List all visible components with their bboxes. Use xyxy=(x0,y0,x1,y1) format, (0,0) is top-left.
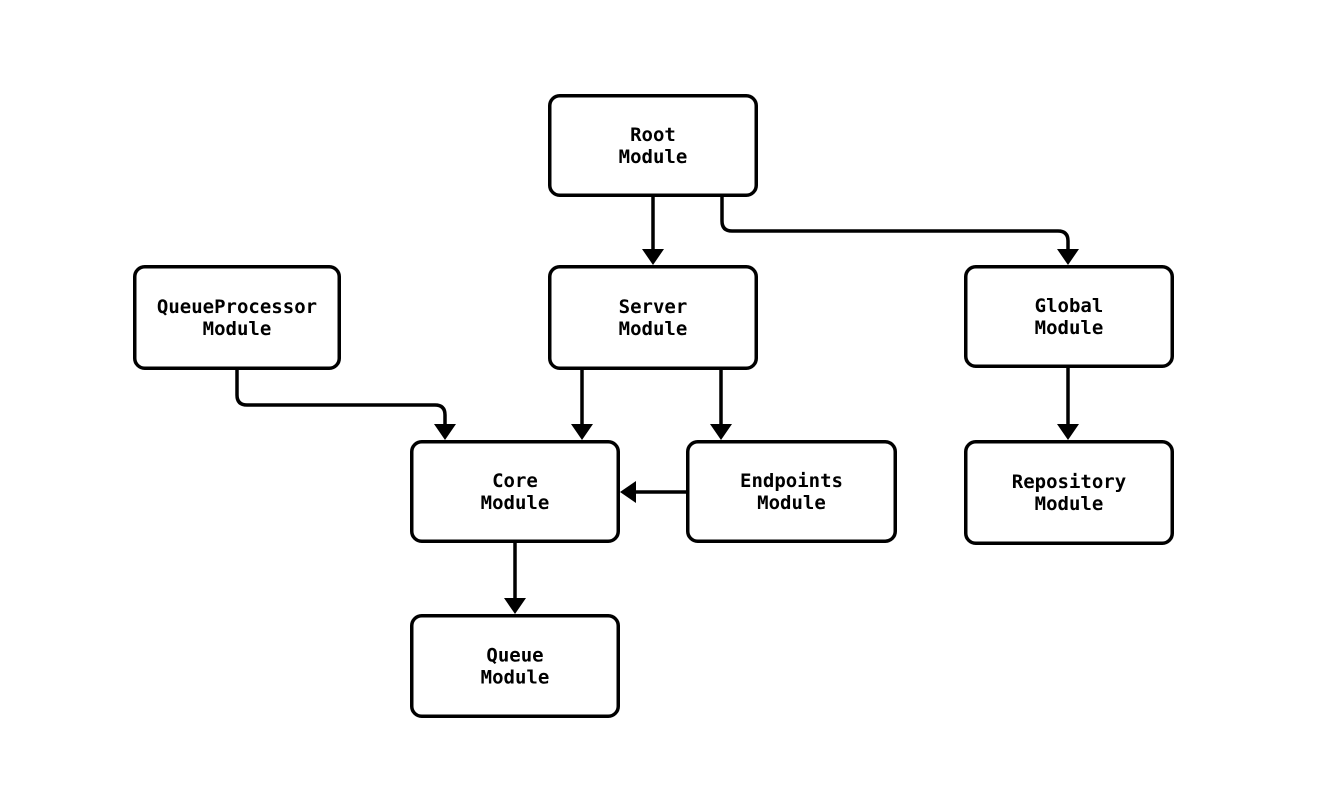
edge-root-to-server xyxy=(642,197,664,265)
node-box[interactable] xyxy=(964,440,1174,545)
node-label-line2: Module xyxy=(1035,317,1104,339)
edge-line xyxy=(235,370,447,425)
edge-server-to-core xyxy=(571,370,593,440)
node-label-line2: Module xyxy=(203,318,272,340)
node-box[interactable] xyxy=(686,440,897,543)
node-box[interactable] xyxy=(410,440,620,543)
node-box[interactable] xyxy=(548,265,758,370)
edge-arrowhead xyxy=(1057,249,1079,265)
node-label-line2: Module xyxy=(481,492,550,514)
node-box[interactable] xyxy=(133,265,341,370)
node-box[interactable] xyxy=(964,265,1174,368)
edge-server-to-endpoints xyxy=(710,370,732,440)
edge-endpoints-to-core xyxy=(620,481,686,503)
edge-core-to-queue xyxy=(504,543,526,614)
node-label-line2: Module xyxy=(481,667,550,689)
node-label-line1: Repository xyxy=(1012,471,1126,493)
node-label-line2: Module xyxy=(619,318,688,340)
node-box[interactable] xyxy=(548,94,758,197)
node-label-line1: Root xyxy=(630,124,676,146)
node-label-line2: Module xyxy=(1035,493,1104,515)
node-label-line2: Module xyxy=(619,146,688,168)
node-label-line1: Queue xyxy=(486,645,543,667)
node-box[interactable] xyxy=(410,614,620,718)
edge-arrowhead xyxy=(642,249,664,265)
node-label-line1: Server xyxy=(619,296,688,318)
nodes-layer: RootModuleQueueProcessorModuleServerModu… xyxy=(133,94,1174,718)
edges-layer xyxy=(235,197,1079,614)
edge-line xyxy=(720,197,1070,250)
edge-arrowhead xyxy=(504,598,526,614)
edge-global-to-repository xyxy=(1057,368,1079,440)
edge-queueprocessor-to-core xyxy=(235,370,456,440)
edge-root-to-global xyxy=(720,197,1079,265)
edge-arrowhead xyxy=(571,424,593,440)
node-label-line1: Core xyxy=(492,470,538,492)
node-label-line1: QueueProcessor xyxy=(157,296,317,318)
edge-arrowhead xyxy=(710,424,732,440)
node-label-line1: Endpoints xyxy=(740,470,843,492)
edge-arrowhead xyxy=(434,424,456,440)
node-label-line1: Global xyxy=(1035,295,1104,317)
node-label-line2: Module xyxy=(757,492,826,514)
edge-arrowhead xyxy=(620,481,636,503)
edge-arrowhead xyxy=(1057,424,1079,440)
